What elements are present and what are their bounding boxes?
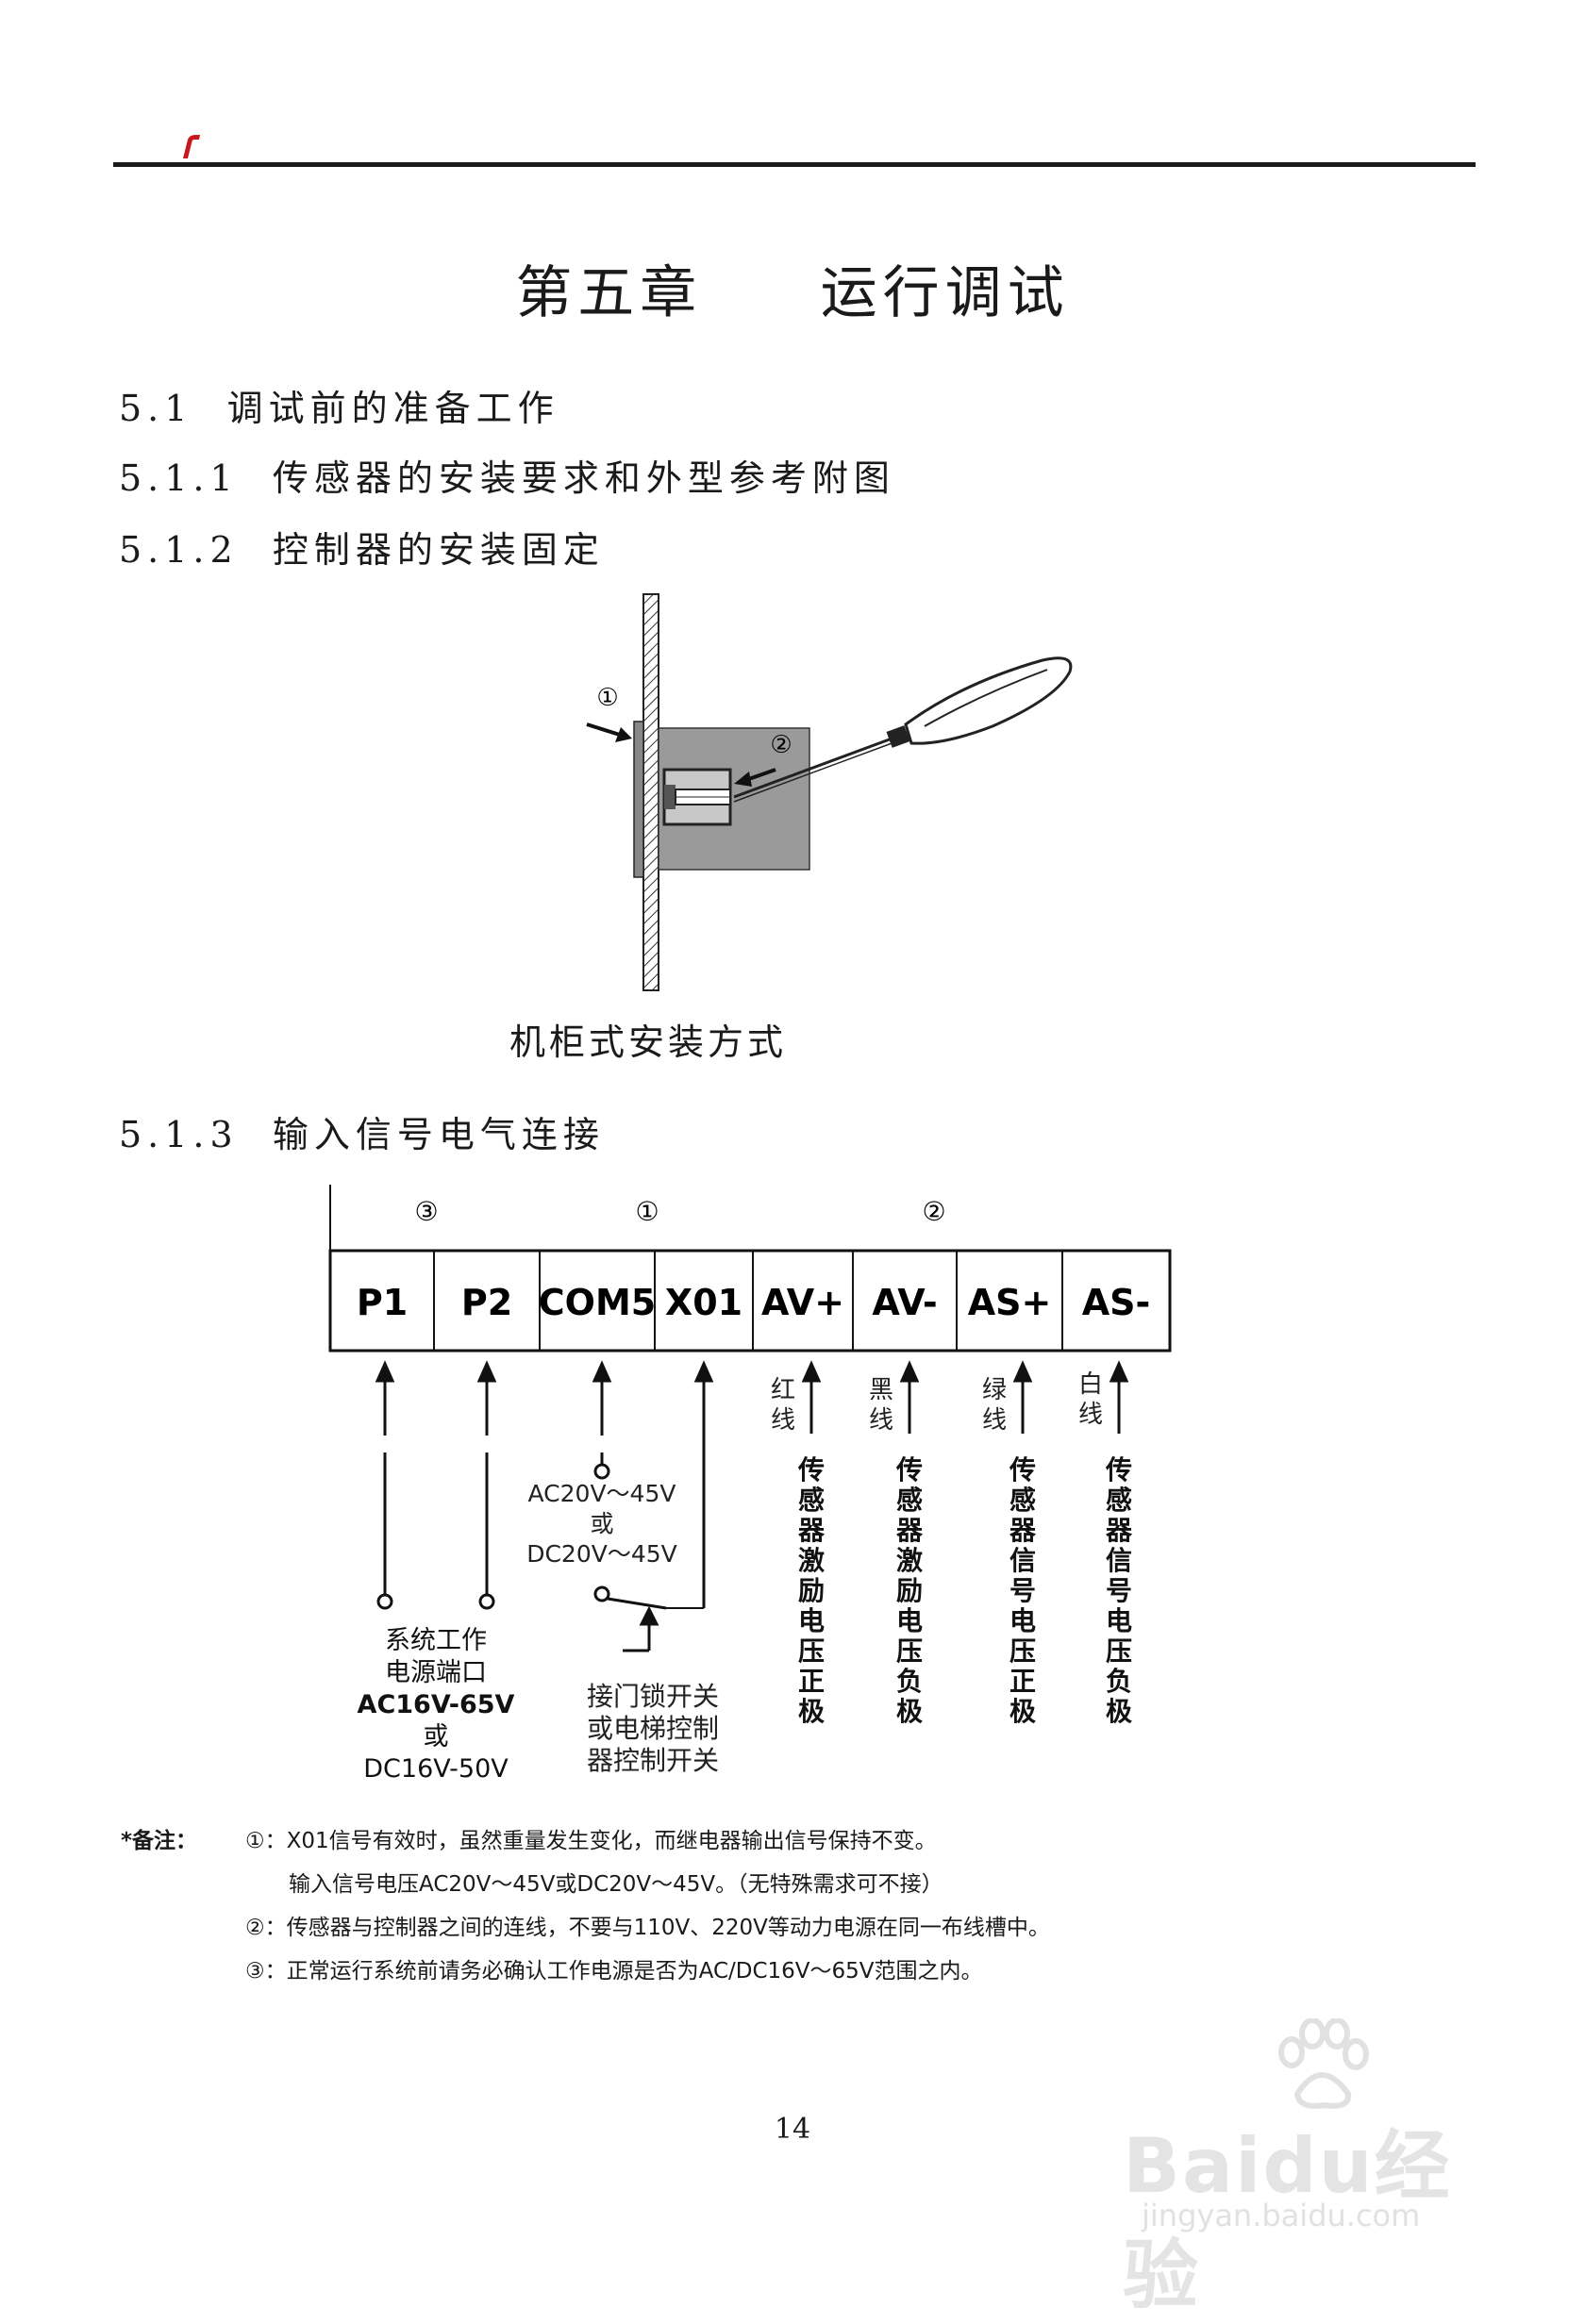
switch-label-line-2: 或电梯控制	[587, 1713, 719, 1744]
group-marker-3: ③	[414, 1196, 438, 1227]
terminal-block	[328, 1249, 1172, 1353]
terminal-av-minus: AV-	[872, 1282, 937, 1323]
terminal-as-plus: AS+	[968, 1282, 1052, 1323]
wire-color-white-2: 线	[1078, 1401, 1103, 1429]
sensor-label-signal-negative: 传感器信号电压负极	[1105, 1454, 1133, 1727]
switch-label-line-1: 接门锁开关	[587, 1681, 719, 1712]
brand-logo-icon	[183, 135, 200, 158]
power-label-line-2: 电源端口	[385, 1658, 487, 1687]
section-heading-5-1: 5.1 调试前的准备工作	[119, 388, 559, 429]
cabinet-install-figure: ① ②	[586, 593, 1073, 991]
terminal-com5: COM5	[539, 1282, 656, 1323]
terminal-as-minus: AS-	[1082, 1282, 1151, 1323]
note-item-2: ②：传感器与控制器之间的连线，不要与110V、220V等动力电源在同一布线槽中。	[245, 1916, 1050, 1940]
sensor-label-signal-positive: 传感器信号电压正极	[1009, 1454, 1037, 1727]
power-label-dc: DC16V-50V	[363, 1754, 509, 1784]
controller-front-panel	[633, 721, 644, 878]
input-voltage-ac: AC20V～45V	[528, 1480, 676, 1507]
page-number: 14	[774, 2113, 811, 2146]
cabinet-wall	[642, 593, 659, 991]
wire-color-black-1: 黑	[869, 1376, 893, 1404]
sensor-label-excitation-positive: 传感器激励电压正极	[797, 1454, 826, 1727]
section-heading-5-1-1: 5.1.1 传感器的安装要求和外型参考附图	[119, 457, 895, 499]
power-label-ac: AC16V-65V	[358, 1690, 515, 1719]
section-heading-5-1-3: 5.1.3 输入信号电气连接	[119, 1114, 605, 1155]
input-voltage-or: 或	[590, 1510, 613, 1537]
wire-color-red-2: 线	[771, 1406, 795, 1435]
terminal-x01: X01	[665, 1282, 742, 1323]
figure-caption: 机柜式安装方式	[509, 1021, 788, 1063]
power-label-or: 或	[424, 1722, 449, 1751]
terminal-p2: P2	[461, 1282, 512, 1323]
power-label-line-1: 系统工作	[385, 1626, 487, 1655]
notes-heading: *备注：	[121, 1829, 198, 1853]
wire-color-green-2: 线	[982, 1406, 1007, 1435]
wiring-diagram: ③ ① ② P1 P2 COM5 X01 AV+ AV- AS+ AS-	[328, 1185, 1172, 1784]
terminal-p1: P1	[357, 1282, 408, 1323]
marker-1: ①	[596, 684, 618, 712]
note-item-3: ③：正常运行系统前请务必确认工作电源是否为AC/DC16V～65V范围之内。	[245, 1959, 983, 1984]
section-heading-5-1-2: 5.1.2 控制器的安装固定	[119, 529, 605, 571]
wire-color-white-1: 白	[1078, 1370, 1103, 1399]
switch-label-line-3: 器控制开关	[587, 1745, 719, 1776]
input-voltage-dc: DC20V～45V	[526, 1540, 677, 1568]
wire-color-black-2: 线	[869, 1406, 893, 1435]
note-item-1: ①：X01信号有效时，虽然重量发生变化，而继电器输出信号保持不变。	[245, 1829, 937, 1853]
wire-color-green-1: 绿	[982, 1376, 1007, 1404]
sensor-label-excitation-negative: 传感器激励电压负极	[895, 1454, 924, 1727]
screwdriver-icon	[733, 656, 1073, 803]
wire-color-red-1: 红	[771, 1376, 795, 1404]
group-marker-2: ②	[922, 1196, 945, 1227]
watermark-url: jingyan.baidu.com	[1142, 2198, 1421, 2233]
group-marker-1: ①	[635, 1196, 659, 1227]
header-rule	[113, 162, 1476, 167]
marker-2: ②	[770, 731, 792, 759]
chapter-title: 第五章 运行调试	[515, 260, 1070, 326]
paw-icon	[1278, 2018, 1369, 2109]
note-item-1-cont: 输入信号电压AC20V～45V或DC20V～45V。（无特殊需求可不接）	[289, 1872, 943, 1897]
terminal-av-plus: AV+	[761, 1282, 844, 1323]
notes-block: *备注： ①：X01信号有效时，虽然重量发生变化，而继电器输出信号保持不变。 输…	[121, 1822, 1300, 1992]
